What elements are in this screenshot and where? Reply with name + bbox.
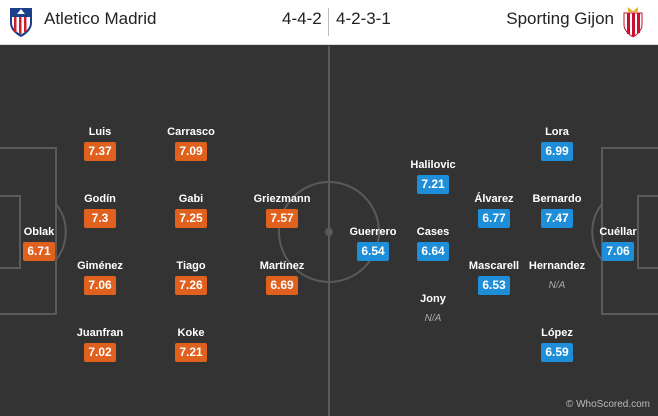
- player-gabi[interactable]: Gabi 7.25: [156, 192, 226, 228]
- player-rating: N/A: [424, 313, 442, 324]
- player-juanfran[interactable]: Juanfran 7.02: [65, 326, 135, 362]
- player-rating: 6.77: [478, 209, 510, 228]
- player-name: Bernardo: [532, 193, 582, 205]
- player-gimenez[interactable]: Giménez 7.06: [65, 259, 135, 295]
- player-hernandez[interactable]: Hernandez N/A: [522, 259, 592, 295]
- player-rating: 6.69: [266, 276, 298, 295]
- player-bernardo[interactable]: Bernardo 7.47: [522, 192, 592, 228]
- player-rating: 7.06: [602, 242, 634, 261]
- player-rating: 7.21: [175, 343, 207, 362]
- player-rating: 7.37: [84, 142, 116, 161]
- player-rating: 7.02: [84, 343, 116, 362]
- away-team-name: Sporting Gijon: [506, 9, 614, 28]
- player-rating: 7.06: [84, 276, 116, 295]
- pitch-markings: [0, 46, 658, 416]
- whoscored-watermark: © WhoScored.com: [565, 399, 650, 410]
- player-name: Luis: [88, 126, 112, 138]
- player-name: Oblak: [23, 226, 55, 238]
- atletico-madrid-crest-icon: [10, 8, 32, 37]
- player-rating: 6.54: [357, 242, 389, 261]
- player-name: Giménez: [77, 260, 123, 272]
- formation-divider: [328, 8, 329, 36]
- player-name: Carrasco: [167, 126, 215, 138]
- player-martinez[interactable]: Martínez 6.69: [247, 259, 317, 295]
- player-name: Hernandez: [528, 260, 586, 272]
- player-oblak[interactable]: Oblak 6.71: [4, 225, 74, 261]
- home-team-name: Atletico Madrid: [44, 9, 157, 28]
- player-name: Guerrero: [349, 226, 397, 238]
- player-cases[interactable]: Cases 6.64: [398, 225, 468, 261]
- player-carrasco[interactable]: Carrasco 7.09: [156, 125, 226, 161]
- player-guerrero[interactable]: Guerrero 6.54: [338, 225, 408, 261]
- player-lopez[interactable]: López 6.59: [522, 326, 592, 362]
- player-name: Lora: [545, 126, 569, 138]
- player-cuellar[interactable]: Cuéllar 7.06: [583, 225, 653, 261]
- player-griezmann[interactable]: Griezmann 7.57: [247, 192, 317, 228]
- home-formation: 4-4-2: [282, 9, 322, 28]
- player-name: Halilovic: [410, 159, 456, 171]
- player-name: Griezmann: [253, 193, 311, 205]
- player-name: Godín: [84, 193, 116, 205]
- sporting-gijon-crest-icon: [623, 7, 643, 38]
- player-name: Tiago: [176, 260, 206, 272]
- player-rating: 7.26: [175, 276, 207, 295]
- player-halilovic[interactable]: Halilovic 7.21: [398, 158, 468, 194]
- player-rating: 6.64: [417, 242, 449, 261]
- player-name: Gabi: [178, 193, 204, 205]
- player-rating: 7.21: [417, 175, 449, 194]
- player-luis[interactable]: Luis 7.37: [65, 125, 135, 161]
- player-name: Martínez: [259, 260, 305, 272]
- player-rating: 6.59: [541, 343, 573, 362]
- player-name: Álvarez: [474, 193, 514, 205]
- away-formation: 4-2-3-1: [336, 9, 391, 28]
- player-rating: 7.25: [175, 209, 207, 228]
- player-godin[interactable]: Godín 7.3: [65, 192, 135, 228]
- player-lora[interactable]: Lora 6.99: [522, 125, 592, 161]
- player-rating: 6.71: [23, 242, 55, 261]
- player-tiago[interactable]: Tiago 7.26: [156, 259, 226, 295]
- player-jony[interactable]: Jony N/A: [398, 292, 468, 328]
- match-header: Atletico Madrid 4-4-2 4-2-3-1 Sporting G…: [0, 0, 658, 45]
- player-koke[interactable]: Koke 7.21: [156, 326, 226, 362]
- player-name: Cases: [416, 226, 450, 238]
- pitch: Oblak 6.71 Luis 7.37 Godín 7.3 Giménez 7…: [0, 46, 658, 416]
- player-name: Juanfran: [76, 327, 124, 339]
- player-rating: 7.47: [541, 209, 573, 228]
- player-name: Jony: [420, 293, 446, 305]
- player-rating: 6.99: [541, 142, 573, 161]
- player-rating: 7.09: [175, 142, 207, 161]
- player-name: López: [541, 327, 573, 339]
- player-mascarell[interactable]: Mascarell 6.53: [459, 259, 529, 295]
- player-rating: 7.3: [84, 209, 116, 228]
- player-name: Koke: [177, 327, 205, 339]
- player-rating: 7.57: [266, 209, 298, 228]
- player-alvarez[interactable]: Álvarez 6.77: [459, 192, 529, 228]
- player-rating: N/A: [548, 280, 566, 291]
- player-name: Cuéllar: [599, 226, 637, 238]
- player-rating: 6.53: [478, 276, 510, 295]
- player-name: Mascarell: [468, 260, 520, 272]
